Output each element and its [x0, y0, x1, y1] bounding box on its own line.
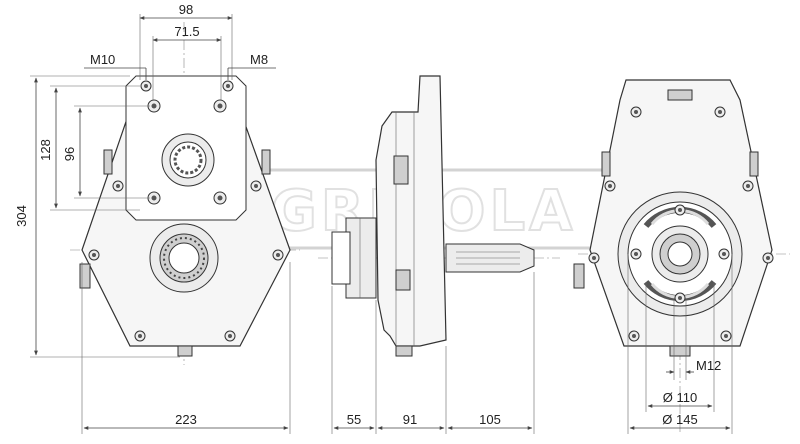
front-view: 98 71.5 M10 M8 304 128 96 223 — [14, 2, 300, 434]
dim-rear-thread: M12 — [696, 358, 721, 373]
body-bolts — [88, 180, 284, 342]
side-plug-upper — [393, 155, 409, 185]
dim-left-thread: M10 — [90, 52, 115, 67]
rear-top-plug — [667, 89, 693, 101]
dim-height-outer: 128 — [38, 139, 53, 161]
dim-right-length: 105 — [479, 412, 501, 427]
output-shaft — [445, 243, 535, 273]
splined-input-shaft — [161, 133, 215, 187]
dim-total-height: 304 — [14, 205, 29, 227]
dim-bolt-spacing: 71.5 — [174, 24, 199, 39]
right-lug — [261, 149, 271, 175]
output-flange — [617, 191, 743, 317]
rear-drain-plug — [573, 263, 585, 289]
dim-total-width: 223 — [175, 412, 197, 427]
rear-right-lug — [749, 151, 759, 177]
dim-top-width: 98 — [179, 2, 193, 17]
dim-right-thread: M8 — [250, 52, 268, 67]
drain-plug — [79, 263, 91, 289]
rear-left-lug — [601, 151, 611, 177]
dim-middle-length: 91 — [403, 412, 417, 427]
dim-height-inner: 96 — [62, 147, 77, 161]
side-plug-lower — [395, 269, 411, 291]
dim-outer-diameter: Ø 145 — [662, 412, 697, 427]
dim-left-length: 55 — [347, 412, 361, 427]
rear-body-bolts — [588, 106, 774, 342]
rear-bottom-plug — [669, 345, 691, 357]
bottom-plug — [177, 345, 193, 357]
dim-inner-diameter: Ø 110 — [663, 390, 697, 405]
output-bearing — [149, 223, 219, 293]
gearbox-body-side — [375, 75, 447, 347]
rear-view: M12 Ø 110 Ø 145 — [573, 79, 790, 434]
left-lug — [103, 149, 113, 175]
side-plug-bottom — [395, 345, 413, 357]
side-view: 55 91 105 — [318, 75, 560, 434]
input-coupling — [331, 217, 377, 299]
